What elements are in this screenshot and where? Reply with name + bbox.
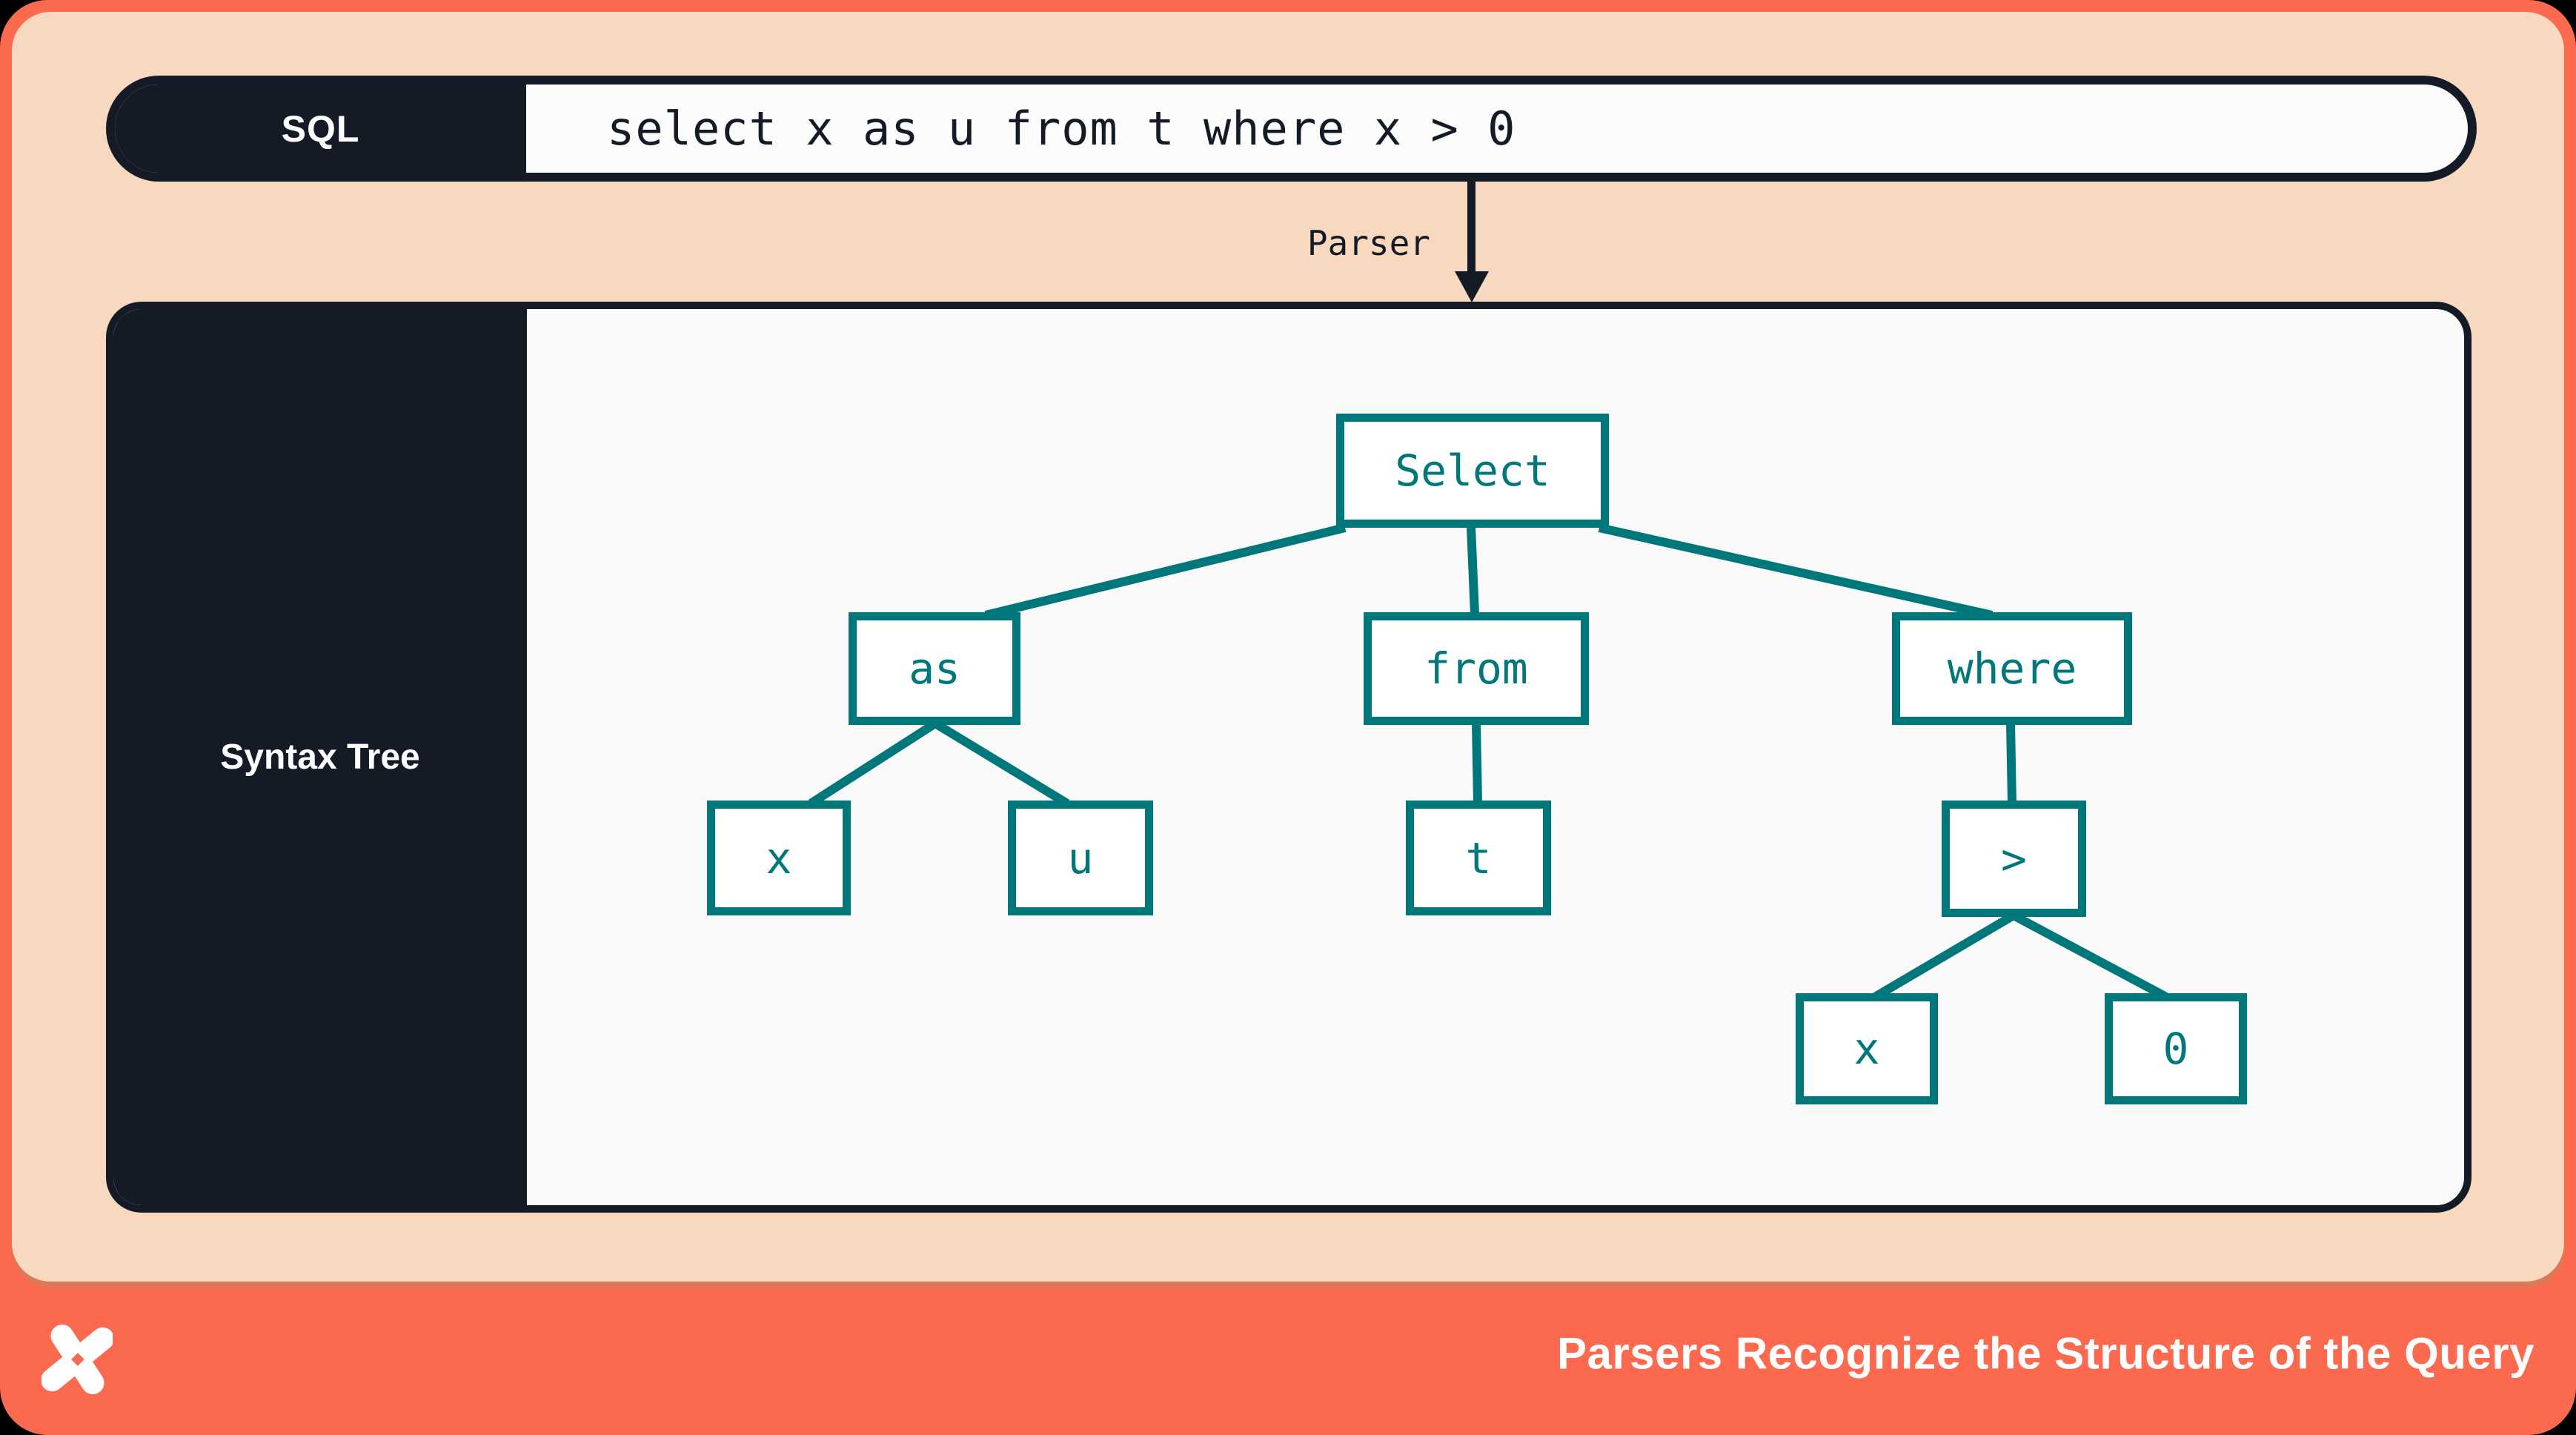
dolt-pinwheel-logo-icon: [42, 1324, 113, 1395]
sql-bar-label: SQL: [115, 84, 526, 173]
tree-node-zero: 0: [2105, 993, 2247, 1104]
parser-arrow-line: [1467, 182, 1475, 276]
tree-node-u: u: [1008, 801, 1153, 915]
tree-edge-select-as: [984, 523, 1347, 620]
tree-node-t: t: [1406, 801, 1551, 915]
tree-edge-where-gt: [2006, 723, 2016, 803]
sql-query-text: select x as u from t where x > 0: [607, 102, 1516, 156]
tree-edge-select-from: [1467, 527, 1479, 614]
tree-edge-as-u: [932, 719, 1070, 808]
parser-arrow-head-icon: [1455, 271, 1489, 302]
tree-node-x2: x: [1796, 993, 1938, 1104]
syntax-tree-label: Syntax Tree: [220, 738, 420, 777]
parser-label: Parser: [1307, 223, 1430, 263]
footer-title: Parsers Recognize the Structure of the Q…: [1556, 1328, 2534, 1379]
tree-edge-gt-zero: [2011, 911, 2168, 1001]
tree-node-from: from: [1364, 612, 1589, 725]
sql-bar: SQL select x as u from t where x > 0: [106, 76, 2477, 182]
tree-edges: [808, 523, 2168, 1001]
syntax-tree-sidebar: Syntax Tree: [113, 309, 527, 1205]
tree-edge-gt-x2: [1872, 911, 2016, 1001]
tree-node-where: where: [1892, 612, 2132, 725]
tree-edge-from-t: [1472, 723, 1482, 803]
tree-edge-select-where: [1598, 523, 1994, 620]
tree-edge-as-x1: [808, 719, 938, 808]
tree-node-gt: >: [1942, 801, 2086, 917]
tree-node-x1: x: [707, 801, 851, 915]
tree-node-select: Select: [1336, 414, 1609, 528]
tree-node-as: as: [849, 612, 1020, 725]
